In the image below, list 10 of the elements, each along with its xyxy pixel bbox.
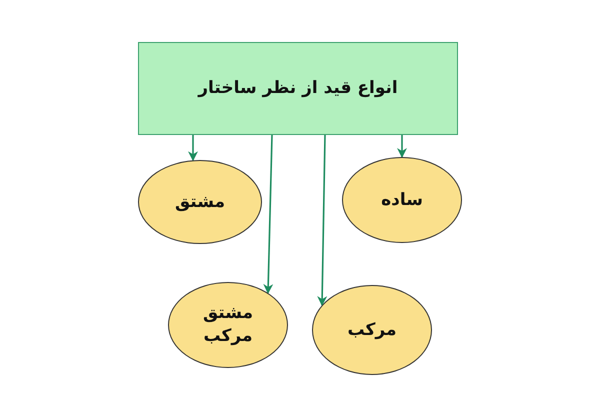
title-text: انواع قید از نظر ساختار [198, 77, 398, 100]
arrow [263, 134, 274, 294]
arrow [317, 134, 328, 306]
node-label: مرکب [346, 318, 398, 342]
arrow [397, 135, 407, 158]
node-label: مشتق [174, 190, 226, 214]
node-label: ساده [380, 188, 424, 212]
title-box [138, 42, 458, 135]
arrow [188, 135, 198, 162]
node-label: مشتق مرکب [202, 302, 254, 348]
